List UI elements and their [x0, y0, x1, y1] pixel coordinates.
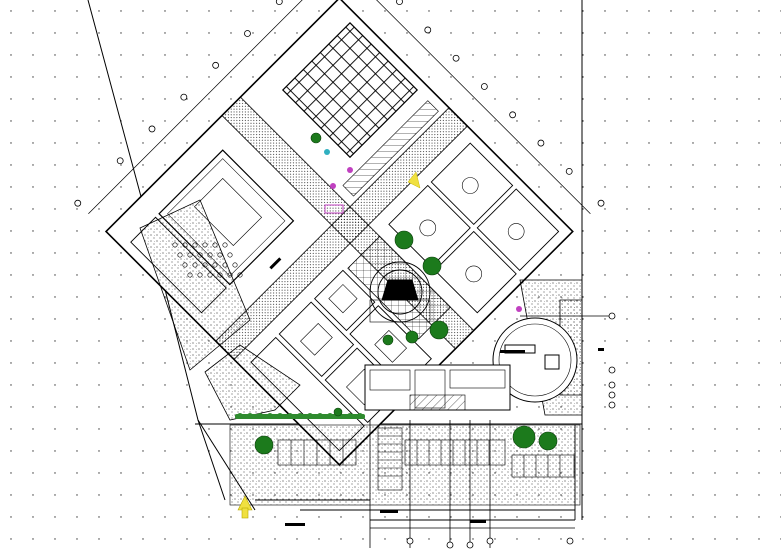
- hedge-row: [235, 413, 365, 419]
- parking-stalls: [277, 439, 575, 478]
- tree-icon: [333, 407, 343, 417]
- tree-icon: [422, 256, 442, 276]
- dimension-lines: [88, 0, 591, 215]
- tree-icon: [512, 425, 536, 449]
- tree-icon: [405, 330, 419, 344]
- north-arrow-icon: [237, 495, 253, 519]
- corridor-north-south: [215, 107, 468, 361]
- main-building-complex: [74, 0, 605, 466]
- trees: [254, 132, 558, 455]
- color-accents: [324, 149, 522, 312]
- label-bars: [269, 257, 604, 526]
- tree-icon: [429, 320, 449, 340]
- bottom-dimension-chain: [369, 420, 575, 549]
- right-dimension-chain: [520, 312, 616, 409]
- gridline-bubbles: [74, 0, 605, 207]
- entrance-stairs: [377, 427, 403, 491]
- entrance-roundabout: [492, 317, 578, 403]
- tree-icon: [310, 132, 322, 144]
- annex-buildings: [364, 364, 511, 411]
- tree-icon: [394, 230, 414, 250]
- tree-icon: [254, 435, 274, 455]
- stair-block: [342, 100, 439, 197]
- tree-icon: [538, 431, 558, 451]
- tree-icon: [382, 334, 394, 346]
- courtyard-grid: [281, 22, 419, 159]
- fountain-plaza: [369, 261, 431, 323]
